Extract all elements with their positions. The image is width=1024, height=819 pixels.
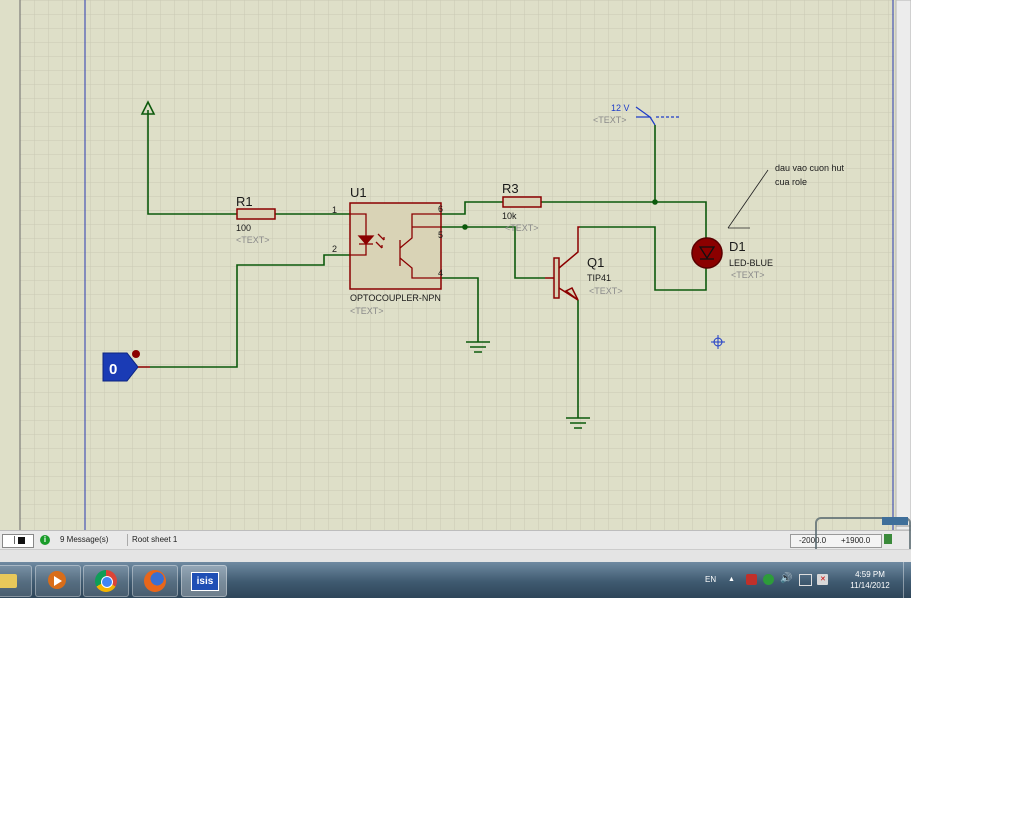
coord-x: -2000.0 (799, 536, 827, 545)
logic-state-value: 0 (109, 361, 117, 378)
r1-body[interactable] (236, 208, 276, 220)
explorer-icon[interactable] (0, 565, 32, 597)
isis-icon[interactable]: isis (181, 565, 227, 597)
isis-window: R1 100 <TEXT> U1 (0, 0, 911, 598)
animation-controls[interactable] (2, 534, 34, 548)
media-player-icon[interactable] (35, 565, 81, 597)
power-12v[interactable]: 12 V <TEXT> (593, 103, 680, 126)
wire-u1-gnd (441, 277, 479, 342)
u1-value: OPTOCOUPLER-NPN (350, 293, 441, 303)
q1-ref: Q1 (587, 255, 604, 270)
transistor-q1[interactable]: Q1 TIP41 <TEXT> (545, 226, 623, 301)
d1-value: LED-BLUE (729, 258, 773, 268)
wire-u1-r3 (441, 201, 503, 215)
junction-2 (652, 199, 658, 205)
r1-text: <TEXT> (236, 235, 270, 245)
show-hidden-icons[interactable]: ▲ (728, 576, 735, 583)
note-line-2: cua role (775, 177, 807, 187)
info-icon: i (40, 534, 50, 546)
u1-body[interactable] (349, 202, 442, 290)
grid (20, 0, 894, 530)
wire-r3-d1 (541, 201, 707, 238)
d1-ref: D1 (729, 239, 746, 254)
logic-state-led (132, 350, 140, 358)
logic-state-input[interactable]: 0 (102, 350, 150, 382)
u1-pin-4: 4 (438, 268, 443, 278)
isis-label: isis (191, 572, 219, 591)
u1-text: <TEXT> (350, 306, 384, 316)
q1-value: TIP41 (587, 273, 611, 283)
u1-pin-5: 5 (438, 230, 443, 240)
junction-1 (462, 224, 468, 230)
d1-body[interactable] (691, 237, 723, 269)
optocoupler-u1[interactable]: U1 1 2 6 5 4 OPTOCOUPLER-NPN <TEXT> (332, 185, 443, 316)
crosshair-icon (711, 335, 725, 349)
schematic-svg[interactable]: R1 100 <TEXT> U1 (0, 0, 911, 530)
r3-value: 10k (502, 211, 517, 221)
overview-tab-icon (882, 517, 908, 525)
wire-q1-d1 (580, 226, 707, 291)
status-bar: i 9 Message(s) Root sheet 1 -2000.0 +190… (0, 530, 911, 550)
d1-text: <TEXT> (731, 270, 765, 280)
message-count[interactable]: 9 Message(s) (60, 535, 109, 544)
clock-time: 4:59 PM (855, 570, 885, 579)
led-d1[interactable]: D1 LED-BLUE <TEXT> (691, 237, 773, 280)
u1-pin-2: 2 (332, 244, 337, 254)
input-terminal-icon[interactable] (140, 100, 156, 115)
antivirus-icon[interactable] (746, 574, 757, 585)
u1-pin-1: 1 (332, 205, 337, 215)
coordinate-display: -2000.0 +1900.0 (790, 534, 882, 548)
clock-date: 11/14/2012 (850, 581, 890, 590)
chrome-icon[interactable] (83, 565, 129, 597)
stop-icon[interactable] (18, 537, 25, 544)
wire-u1-q1 (441, 226, 545, 279)
wires (147, 110, 707, 418)
ground-1[interactable] (466, 341, 490, 353)
resistor-r3[interactable]: R3 10k <TEXT> (502, 181, 542, 233)
volume-icon[interactable]: 🔊 (780, 573, 793, 584)
ground-2[interactable] (566, 417, 590, 429)
left-margin (0, 0, 20, 530)
r1-value: 100 (236, 223, 251, 233)
note-line-1: dau vao cuon hut (775, 163, 845, 173)
action-center-icon[interactable]: ✕ (817, 574, 828, 585)
network-app-icon[interactable] (763, 574, 774, 585)
play-button[interactable] (6, 536, 15, 544)
firefox-icon[interactable] (132, 565, 178, 597)
units-icon (884, 534, 892, 544)
u1-pin-6: 6 (438, 204, 443, 214)
annotation-note[interactable]: dau vao cuon hut cua role (727, 163, 845, 229)
clock[interactable]: 4:59 PM 11/14/2012 (840, 562, 900, 598)
u1-ref: U1 (350, 185, 367, 200)
vertical-scrollbar[interactable] (895, 0, 911, 530)
r1-ref: R1 (236, 194, 253, 209)
r3-ref: R3 (502, 181, 519, 196)
wire-input-r1 (147, 110, 237, 215)
window-bottom-border (0, 549, 911, 563)
wire-logic-u1 (150, 254, 350, 368)
windows-taskbar: isis EN ▲ 🔊 ✕ 4:59 PM 11/14/2012 (0, 562, 911, 598)
network-icon[interactable] (799, 574, 812, 586)
language-indicator[interactable]: EN (705, 575, 717, 584)
show-desktop-button[interactable] (903, 562, 911, 598)
r3-text: <TEXT> (505, 223, 539, 233)
resistor-r1[interactable]: R1 100 <TEXT> (236, 194, 276, 245)
q1-text: <TEXT> (589, 286, 623, 296)
schematic-canvas[interactable]: R1 100 <TEXT> U1 (0, 0, 911, 530)
sheet-label: Root sheet 1 (127, 534, 787, 546)
power-label: 12 V (611, 103, 630, 113)
coord-y: +1900.0 (841, 536, 871, 545)
r3-body[interactable] (502, 196, 542, 208)
power-text: <TEXT> (593, 115, 627, 125)
